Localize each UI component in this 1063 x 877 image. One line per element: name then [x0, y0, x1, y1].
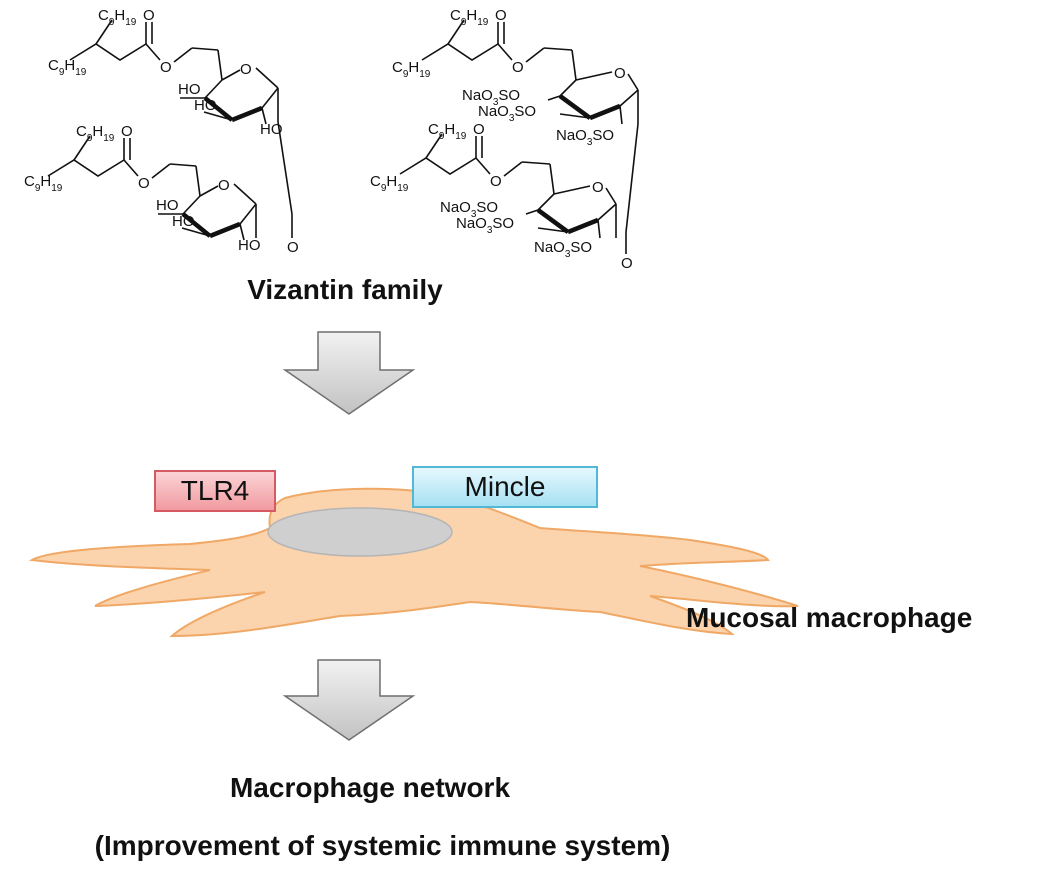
right-bottom-sulfate-2: NaO3SO [456, 215, 514, 236]
right-top-branch-upper: C9H19 [450, 7, 489, 28]
right-top-sulfate-3: NaO3SO [556, 127, 614, 148]
left-bottom-branch-lower: C9H19 [24, 173, 63, 194]
left-bottom-ring-o: O [218, 177, 230, 194]
mucosal-macrophage-label: Mucosal macrophage [686, 602, 973, 633]
right-bottom-sulfate-3: NaO3SO [534, 239, 592, 260]
arrow-down-bottom [282, 659, 416, 741]
left-bottom-ho-2: HO [172, 213, 195, 230]
left-linker-o: O [287, 239, 299, 256]
macrophage-network-label: Macrophage network [229, 772, 511, 803]
left-top-ester-o: O [160, 59, 172, 76]
tlr4-receptor-label: TLR4 [154, 470, 276, 512]
left-bottom-ester-o: O [138, 175, 150, 192]
right-glycosidic-bond [625, 123, 639, 233]
left-top-ho-1: HO [178, 81, 201, 98]
left-top-carbonyl-o: O [143, 7, 155, 24]
left-top-ho-2: HO [194, 97, 217, 114]
right-structure: C9H19 C9H19 O O O NaO3SO NaO3SO NaO3SO C… [370, 7, 638, 272]
left-glycosidic-bond [277, 121, 293, 215]
right-top-branch-lower: C9H19 [392, 59, 431, 80]
right-bottom-branch-upper: C9H19 [428, 121, 467, 142]
left-bottom-ho-1: HO [156, 197, 179, 214]
left-bottom-ho-3: HO [238, 237, 261, 254]
right-top-sulfate-1: NaO3SO [462, 87, 520, 108]
right-linker-o: O [621, 255, 633, 272]
improvement-label: (Improvement of systemic immune system) [94, 830, 671, 861]
left-top-branch-lower: C9H19 [48, 57, 87, 78]
mincle-receptor-label: Mincle [412, 466, 598, 508]
left-top-ring-o: O [240, 61, 252, 78]
left-top-ho-3: HO [260, 121, 283, 138]
left-bottom-branch-upper: C9H19 [76, 123, 115, 144]
right-bottom-ester-o: O [490, 173, 502, 190]
left-structure: C9H19 C9H19 O O O HO HO HO C9H19 C9H19 O… [24, 7, 299, 256]
right-bottom-sulfate-1: NaO3SO [440, 199, 498, 220]
right-bottom-branch-lower: C9H19 [370, 173, 409, 194]
cell-nucleus [267, 507, 453, 557]
right-top-ester-o: O [512, 59, 524, 76]
macrophage-cell [28, 487, 799, 638]
right-bottom-ring-o: O [592, 179, 604, 196]
right-top-carbonyl-o: O [495, 7, 507, 24]
right-bottom-carbonyl-o: O [473, 121, 485, 138]
vizantin-family-label: Vizantin family [247, 274, 443, 305]
left-bottom-carbonyl-o: O [121, 123, 133, 140]
right-top-sulfate-2: NaO3SO [478, 103, 536, 124]
arrow-down-top [282, 331, 416, 415]
right-top-ring-o: O [614, 65, 626, 82]
left-top-branch-upper: C9H19 [98, 7, 137, 28]
